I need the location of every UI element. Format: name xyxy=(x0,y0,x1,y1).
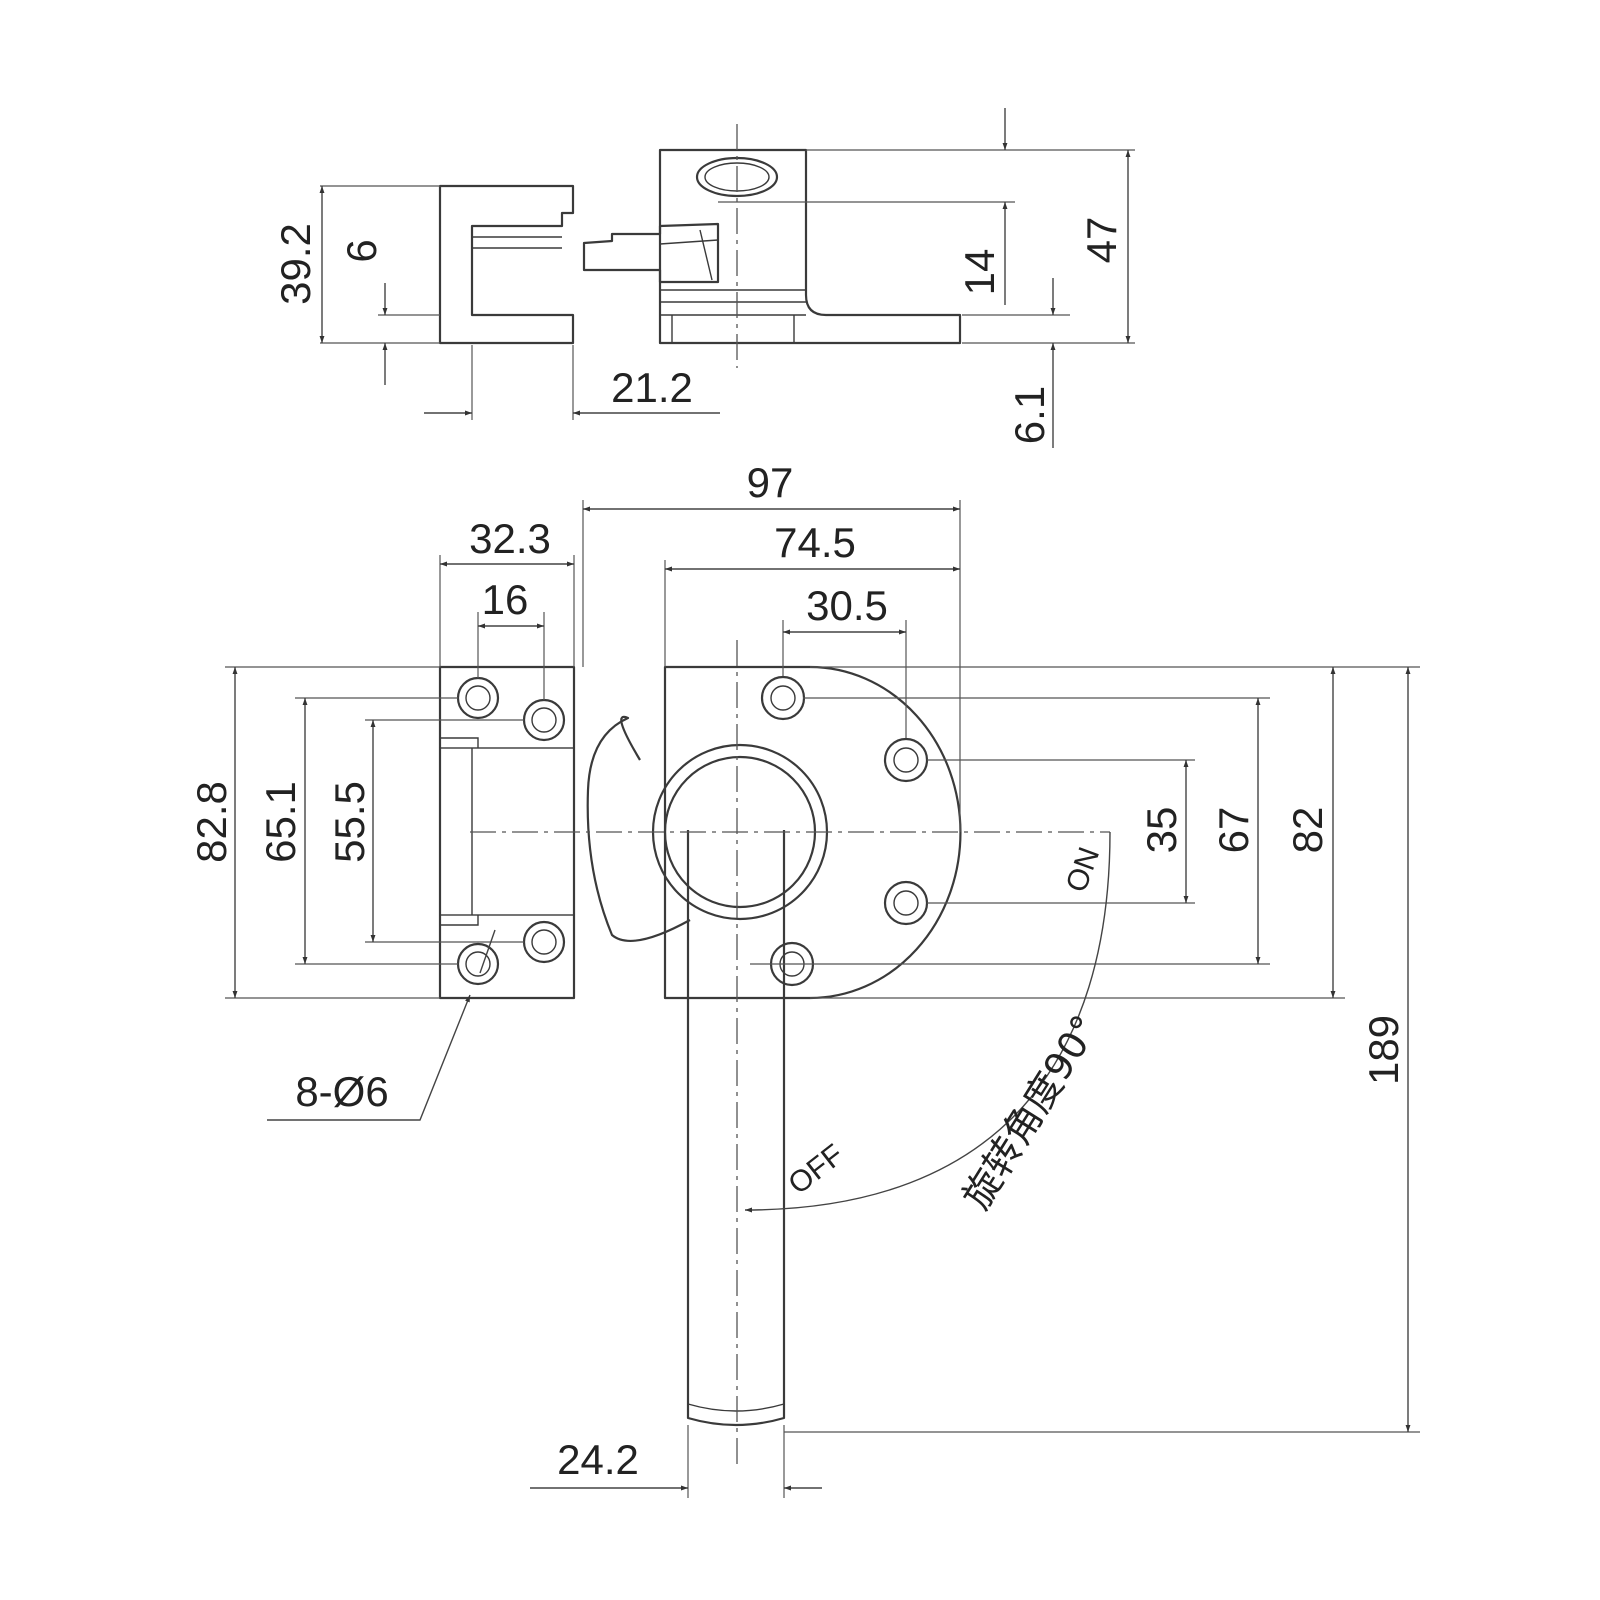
off-label: OFF xyxy=(782,1138,850,1201)
dim-82-label: 82 xyxy=(1284,807,1331,854)
side-view: 39.2 6 21.2 14 47 6.1 xyxy=(272,108,1135,448)
holes-leader xyxy=(267,994,471,1121)
dim-39-2-label: 39.2 xyxy=(272,223,319,305)
dim-189-label: 189 xyxy=(1360,1015,1407,1085)
rotation-note: 旋转角度90° xyxy=(954,1007,1108,1216)
dim-21-2-label: 21.2 xyxy=(611,364,693,411)
lever-handle xyxy=(686,830,786,1427)
keeper-hole xyxy=(456,942,500,986)
dim-16-label: 16 xyxy=(482,576,529,623)
holes-leader-tick xyxy=(479,929,496,974)
latch-body-plate xyxy=(663,665,962,1000)
dim-30-5-label: 30.5 xyxy=(806,582,888,629)
latch-tongue xyxy=(582,222,720,284)
latch-cam xyxy=(586,715,691,942)
keeper-recess xyxy=(439,747,575,916)
rotation-arc xyxy=(744,831,1111,1213)
keeper-notch xyxy=(440,737,479,748)
lever-tip xyxy=(687,1403,785,1412)
dim-32-3-label: 32.3 xyxy=(469,515,551,562)
front-view: 97 74.5 30.5 32.3 16 82.8 65.1 55.5 35 6… xyxy=(188,459,1420,1498)
latch-tongue-line xyxy=(699,229,713,281)
dim-14-label: 14 xyxy=(956,249,1003,296)
dim-82-8-label: 82.8 xyxy=(188,781,235,863)
dim-67-label: 67 xyxy=(1210,807,1257,854)
dim-47-label: 47 xyxy=(1078,217,1125,264)
dim-6-1-label: 6.1 xyxy=(1006,386,1053,444)
dim-24-2-label: 24.2 xyxy=(557,1436,639,1483)
dim-97-label: 97 xyxy=(747,459,794,506)
body-hole xyxy=(883,737,929,783)
dim-35-label: 35 xyxy=(1138,807,1185,854)
body-hole xyxy=(760,675,806,721)
dim-6-label: 6 xyxy=(338,239,385,262)
keeper-hole xyxy=(522,920,566,964)
keeper-side-profile xyxy=(438,184,575,345)
keeper-hole xyxy=(522,698,566,742)
keeper-hole xyxy=(456,676,500,720)
dim-55-5-label: 55.5 xyxy=(326,781,373,863)
on-label: ON xyxy=(1060,843,1106,897)
keeper-notch xyxy=(440,915,479,926)
dim-65-1-label: 65.1 xyxy=(257,781,304,863)
holes-callout-label: 8-Ø6 xyxy=(295,1068,388,1115)
latch-side-profile xyxy=(658,148,962,345)
latch-tongue-line xyxy=(659,239,719,245)
dim-74-5-label: 74.5 xyxy=(774,519,856,566)
body-hole xyxy=(883,880,929,926)
